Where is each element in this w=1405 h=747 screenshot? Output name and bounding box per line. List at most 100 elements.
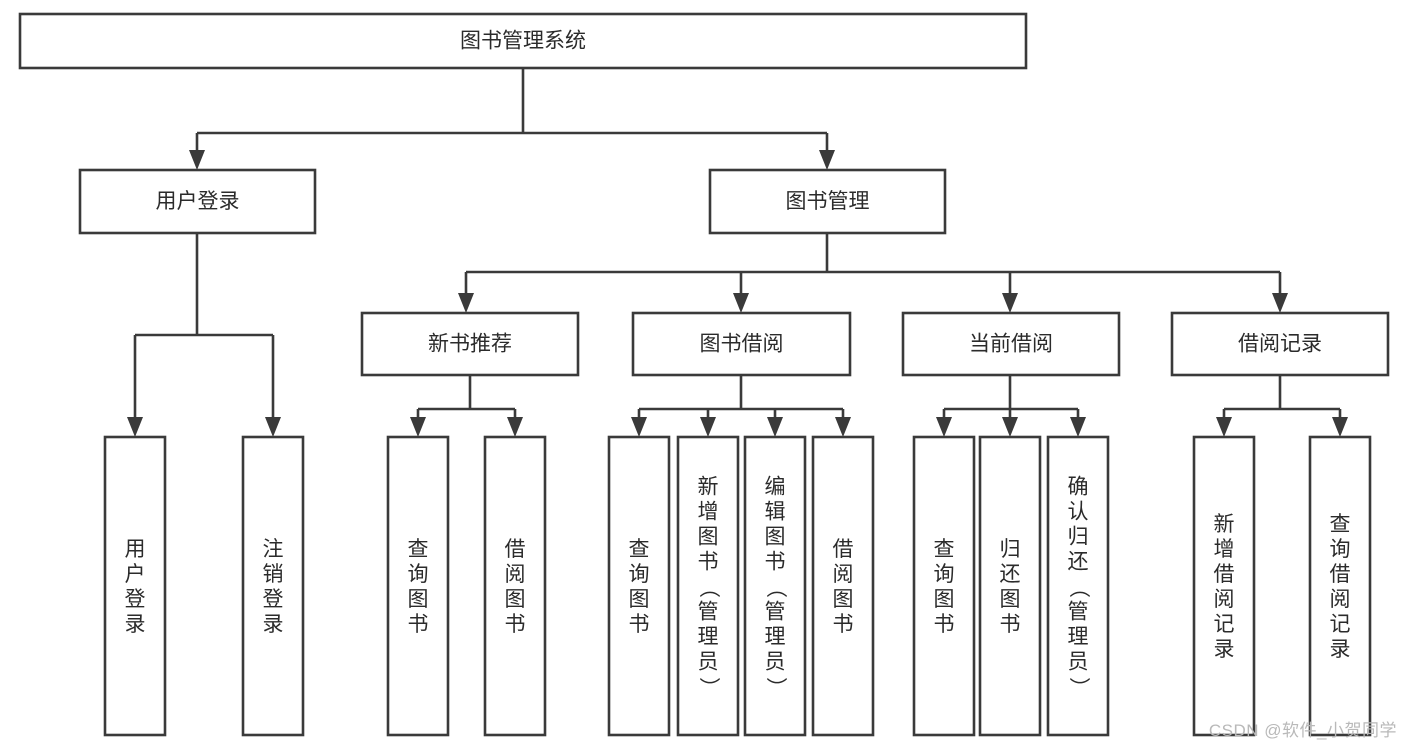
node-label-char: ） [697,677,720,698]
node-box[interactable] [1308,435,1372,737]
node-box[interactable] [901,311,1121,377]
node-label-char: 登 [125,588,146,611]
node-label-char: 查 [408,538,429,561]
node-box[interactable] [18,12,1028,70]
node-level3-1[interactable]: 图书借阅 [631,311,852,377]
node-label-char: 理 [698,626,719,649]
node-label-char: 员 [698,651,719,674]
node-leaf-0[interactable]: 用户登录 [103,435,167,737]
arrow-head-icon [835,417,851,437]
arrow-head-icon [1002,293,1018,313]
node-label-char: 阅 [505,563,526,586]
arrow-head-icon [631,417,647,437]
node-label-char: 书 [505,613,526,636]
node-box[interactable] [78,168,317,235]
node-box[interactable] [676,435,740,737]
connector-path [637,375,845,418]
node-box[interactable] [978,435,1042,737]
connector-path [133,233,275,418]
node-label-char: 归 [1068,526,1089,549]
arrow-head-icon [458,293,474,313]
node-label: 图书借阅 [700,333,784,356]
connector-path [464,233,1282,294]
node-label-char: 理 [1068,626,1089,649]
node-label-char: 增 [698,501,719,524]
node-label: 当前借阅 [969,333,1053,356]
node-label-char: 询 [934,563,955,586]
node-box[interactable] [241,435,305,737]
node-label-char: 登 [263,588,284,611]
node-label-char: 户 [125,563,146,586]
node-label-char: ） [764,677,787,698]
node-level3-3[interactable]: 借阅记录 [1170,311,1390,377]
node-box[interactable] [743,435,807,737]
arrow-head-icon [1332,417,1348,437]
node-box[interactable] [1170,311,1390,377]
arrow-head-icon [189,150,205,170]
arrow-head-icon [1070,417,1086,437]
node-label-char: 阅 [833,563,854,586]
node-box[interactable] [912,435,976,737]
node-box[interactable] [103,435,167,737]
arrow-head-icon [127,417,143,437]
node-label-char: 书 [408,613,429,636]
node-level2-1[interactable]: 图书管理 [708,168,947,235]
node-box[interactable] [631,311,852,377]
arrow-head-icon [700,417,716,437]
node-box[interactable] [811,435,875,737]
node-box[interactable] [483,435,547,737]
csdn-watermark: CSDN @软件_小贺同学 [1208,721,1397,740]
node-label: 新书推荐 [428,333,512,356]
node-label-char: 注 [263,538,284,561]
node-level3-2[interactable]: 当前借阅 [901,311,1121,377]
connector-path [1222,375,1342,418]
node-box[interactable] [386,435,450,737]
node-box[interactable] [360,311,580,377]
node-label-char: 新 [1214,513,1235,536]
node-label-char: 书 [934,613,955,636]
node-label-char: 图 [833,588,854,611]
node-label: 用户登录 [156,190,240,213]
arrow-head-icon [1002,417,1018,437]
node-label-char: ） [1067,677,1090,698]
node-label-char: 图 [408,588,429,611]
node-label-char: 用 [125,538,146,561]
node-label-char: 借 [505,538,526,561]
node-label-char: 借 [1214,563,1235,586]
node-root[interactable]: 图书管理系统 [18,12,1028,70]
node-level3-0[interactable]: 新书推荐 [360,311,580,377]
node-label-char: 询 [408,563,429,586]
node-label-char: 询 [629,563,650,586]
node-level2-0[interactable]: 用户登录 [78,168,317,235]
node-box[interactable] [708,168,947,235]
node-label-char: （ [697,577,720,598]
node-label-char: 管 [765,601,786,624]
node-label-char: 书 [629,613,650,636]
node-label-char: 辑 [765,501,786,524]
node-box[interactable] [607,435,671,737]
node-label-char: 图 [505,588,526,611]
node-label: 图书管理系统 [460,30,586,53]
node-box[interactable] [1046,435,1110,737]
node-label-char: （ [1067,577,1090,598]
node-label-char: 还 [1068,551,1089,574]
arrow-head-icon [410,417,426,437]
node-label: 图书管理 [786,190,870,213]
node-label-char: 归 [1000,538,1021,561]
node-label-char: 录 [263,613,284,636]
node-label-char: 记 [1214,613,1235,636]
node-box[interactable] [1192,435,1256,737]
node-label-char: 确 [1068,476,1089,499]
